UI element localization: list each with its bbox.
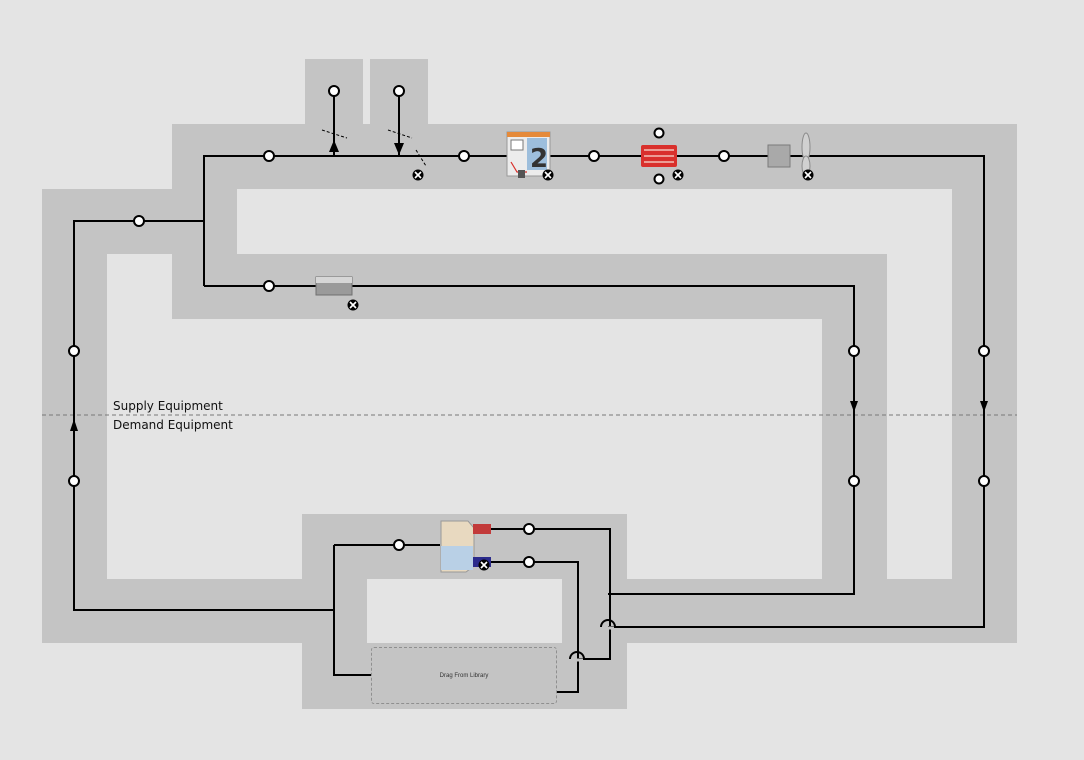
node xyxy=(653,173,665,185)
node xyxy=(68,345,80,357)
loop-inner-area xyxy=(367,579,562,643)
damper-icons xyxy=(321,129,427,167)
node xyxy=(133,215,145,227)
node xyxy=(848,475,860,487)
node xyxy=(328,85,340,97)
pipe-gap xyxy=(571,626,614,662)
node xyxy=(263,150,275,162)
node xyxy=(393,85,405,97)
node xyxy=(588,150,600,162)
remove-icon xyxy=(478,559,490,571)
node xyxy=(523,523,535,535)
node xyxy=(848,345,860,357)
remove-icon xyxy=(412,169,424,181)
unitary-system-icon[interactable]: 2 xyxy=(506,131,551,178)
unitary-system-label: 2 xyxy=(530,144,548,174)
loop-nodes[interactable] xyxy=(68,85,990,568)
drop-zone-label: Drag From Library xyxy=(439,672,489,679)
pipe-crossings xyxy=(569,619,616,660)
node xyxy=(978,345,990,357)
remove-icon xyxy=(802,169,814,181)
node xyxy=(978,475,990,487)
supply-equipment-label: Supply Equipment xyxy=(113,399,223,413)
heating-coil-icon[interactable] xyxy=(641,145,677,167)
drag-from-library-dropzone[interactable]: Drag From Library xyxy=(371,647,557,704)
remove-icon xyxy=(672,169,684,181)
node xyxy=(68,475,80,487)
duct-icon[interactable] xyxy=(315,276,353,296)
node xyxy=(523,556,535,568)
remove-icon xyxy=(542,169,554,181)
flow-arrow-icons xyxy=(70,140,988,431)
remove-icons[interactable] xyxy=(347,169,814,571)
node xyxy=(653,127,665,139)
node xyxy=(263,280,275,292)
demand-equipment-label: Demand Equipment xyxy=(113,418,233,432)
node xyxy=(718,150,730,162)
node xyxy=(458,150,470,162)
remove-icon xyxy=(347,299,359,311)
node xyxy=(393,539,405,551)
